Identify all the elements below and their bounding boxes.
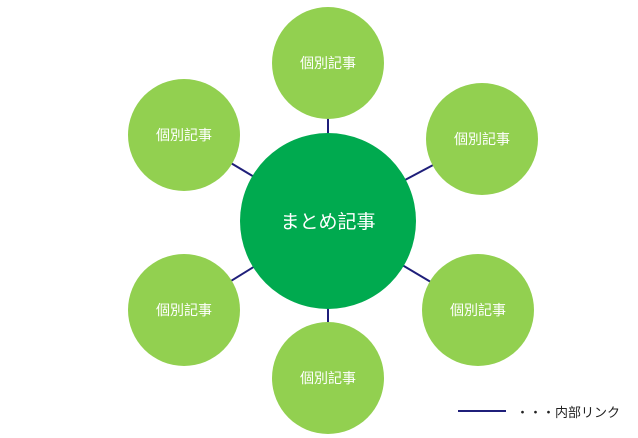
summary-node-label: まとめ記事 (280, 211, 375, 233)
article-node-circle (422, 254, 534, 366)
article-node-label: 個別記事 (156, 127, 212, 144)
article-node-circle (128, 254, 240, 366)
article-node-circle (272, 7, 384, 119)
article-node-3[interactable]: 個別記事 (422, 254, 534, 366)
legend-label: ・・・内部リンク (516, 405, 621, 421)
article-node-label: 個別記事 (450, 302, 506, 319)
article-node-circle (272, 322, 384, 434)
legend: ・・・内部リンク (458, 401, 620, 421)
summary-node-circle (240, 133, 416, 309)
legend-line-swatch (458, 410, 506, 412)
summary-node[interactable]: まとめ記事 (240, 133, 416, 309)
article-node-circle (426, 83, 538, 195)
article-node-label: 個別記事 (300, 370, 356, 387)
article-node-1[interactable]: 個別記事 (272, 7, 384, 119)
article-node-label: 個別記事 (156, 302, 212, 319)
article-node-label: 個別記事 (300, 55, 356, 72)
article-node-2[interactable]: 個別記事 (426, 83, 538, 195)
article-node-label: 個別記事 (454, 131, 510, 148)
article-node-circle (128, 79, 240, 191)
article-node-6[interactable]: 個別記事 (128, 79, 240, 191)
article-node-5[interactable]: 個別記事 (128, 254, 240, 366)
article-node-4[interactable]: 個別記事 (272, 322, 384, 434)
